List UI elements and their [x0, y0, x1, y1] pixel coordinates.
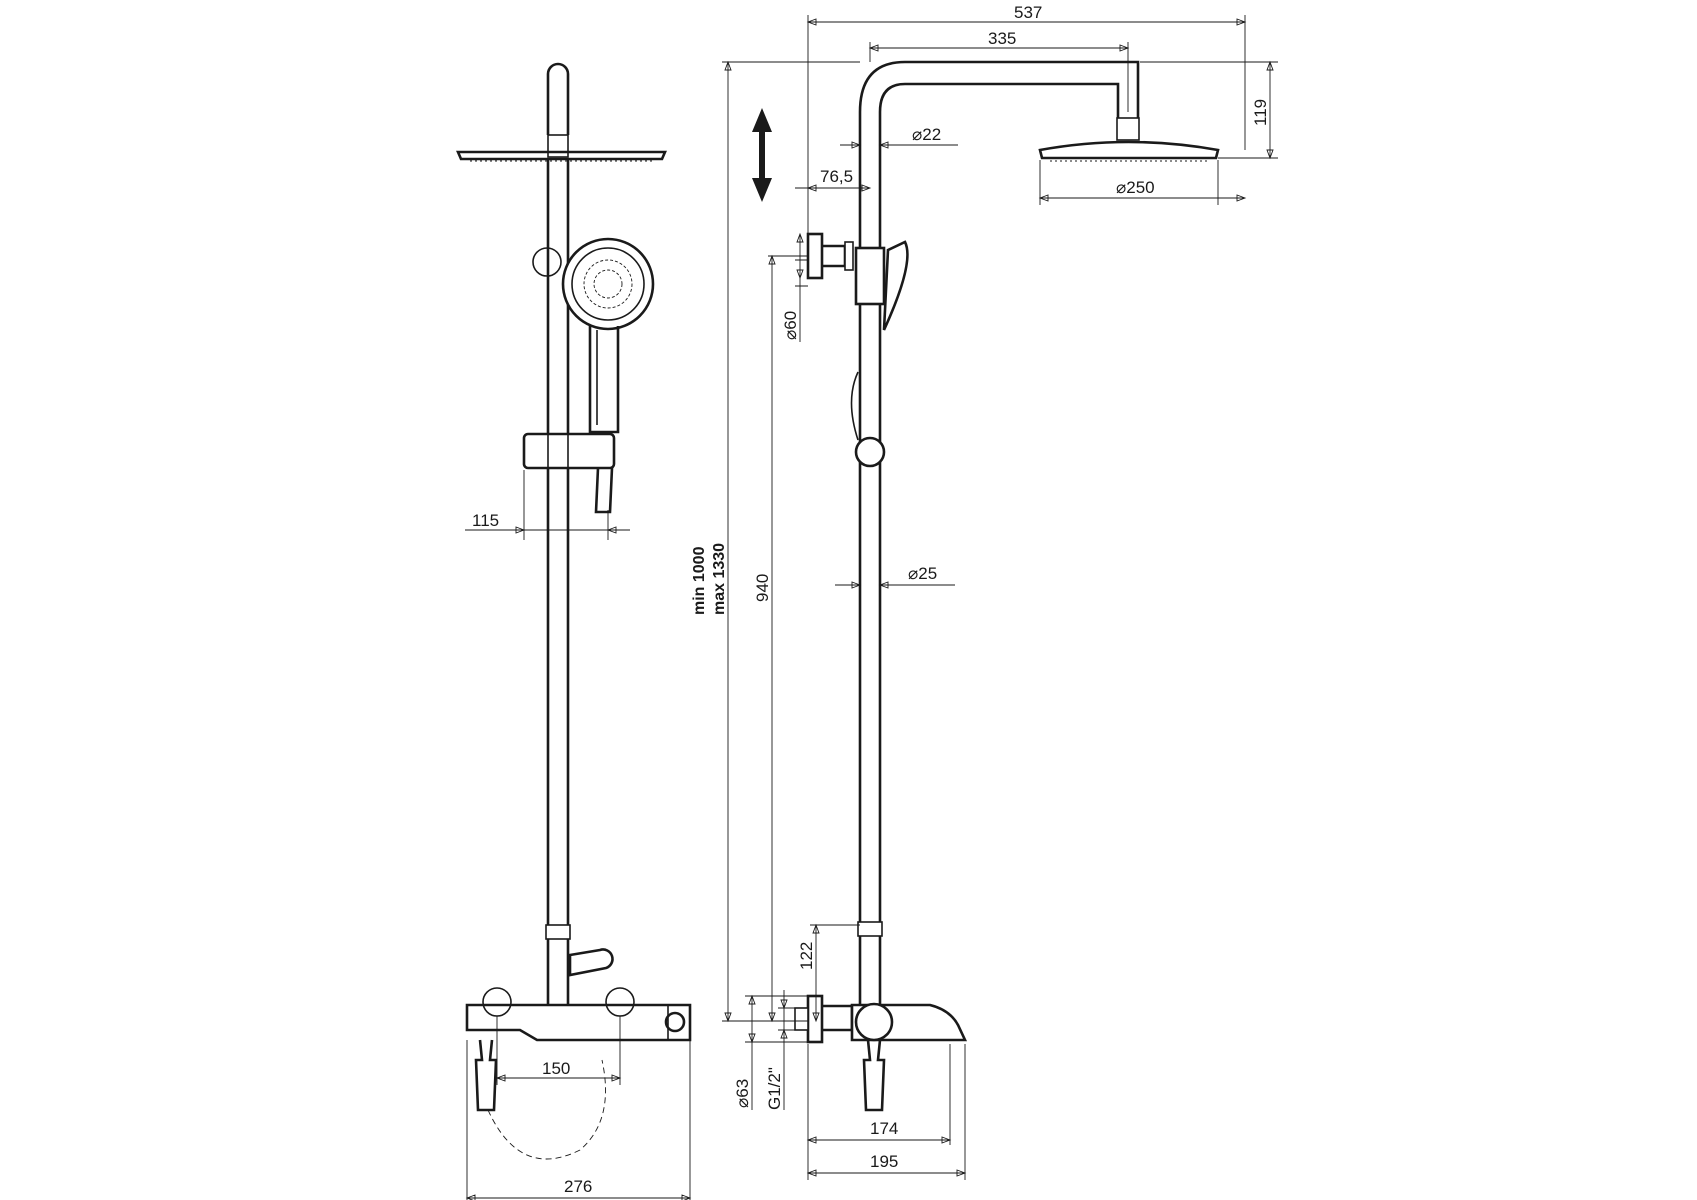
front-view	[456, 62, 692, 1160]
dim-276-ext	[466, 1040, 691, 1200]
inlet-pipe	[822, 1004, 854, 1032]
dim-335-ext	[869, 42, 1129, 112]
dim-thread-label: G1/2"	[765, 1067, 784, 1110]
diverter-knob	[568, 948, 614, 977]
dim-63-ext	[745, 995, 808, 1043]
hand-shower-ring	[571, 247, 645, 321]
flange-clip	[844, 241, 854, 271]
dim-115-arrows	[515, 526, 617, 534]
mixer-lever-side	[862, 1039, 886, 1112]
dim-174-ext	[807, 1044, 951, 1180]
mixer-body	[465, 1003, 692, 1042]
lower-pipe	[546, 939, 570, 1005]
dim-119-label: 119	[1251, 99, 1270, 126]
arm-inner	[878, 82, 1120, 925]
top-pipe	[546, 62, 570, 135]
dim-122-arrows	[812, 923, 820, 1023]
side-dimensions: 537 335 119 ⌀22 76,5 ⌀250 ⌀60 min 1	[691, 3, 1278, 1180]
head-connector	[547, 134, 569, 158]
side-lower-pipe	[858, 936, 882, 1005]
dim-250-arrows	[1038, 194, 1247, 202]
mixer-side-cartridge	[854, 1002, 894, 1042]
dim-150-label: 150	[542, 1059, 570, 1078]
dim-119-ext	[1140, 61, 1278, 159]
dim-60-ext	[795, 259, 808, 287]
rain-head-front	[456, 150, 667, 161]
dim-537-ext	[807, 15, 1246, 242]
dim-height-arrows	[724, 60, 732, 1023]
dim-60-label: ⌀60	[781, 311, 800, 340]
hand-shower-handle	[588, 326, 620, 434]
dim-60-arrows	[796, 232, 804, 280]
hose-side	[850, 371, 859, 441]
dim-25-arrows	[851, 581, 889, 589]
side-head-connector	[1116, 117, 1140, 141]
hand-shower-nozzles-inner	[593, 269, 623, 299]
slider-holder	[522, 432, 616, 470]
dim-195-arrows	[806, 1169, 967, 1177]
dim-150-ext	[496, 1016, 621, 1085]
arm-end	[1116, 112, 1140, 118]
lower-connector	[545, 924, 571, 940]
dim-250-ext	[1039, 160, 1219, 205]
hand-shower-nozzles	[583, 259, 633, 309]
dim-76-label: 76,5	[820, 167, 853, 186]
dim-63-label: ⌀63	[733, 1079, 752, 1108]
dim-115-ext	[523, 470, 609, 540]
dim-76-arrows	[806, 184, 872, 192]
dim-335-arrows	[868, 44, 1130, 52]
slider-pipe-lines	[547, 434, 569, 468]
dim-119-arrows	[1266, 60, 1274, 160]
hand-shower-side	[882, 240, 909, 331]
inlet-nut	[794, 1007, 809, 1031]
dim-25-label: ⌀25	[908, 564, 937, 583]
dim-63-arrows	[748, 994, 756, 1044]
dim-335-label: 335	[988, 29, 1016, 48]
dim-940-arrows	[768, 254, 776, 1023]
hand-shower-mount	[532, 247, 562, 277]
dim-150-arrows	[495, 1074, 622, 1082]
dim-height-ext	[722, 61, 860, 1022]
dim-thread-ext	[778, 1007, 795, 1031]
hand-shower-hose-end	[594, 467, 614, 514]
slider-knob-side	[854, 436, 886, 468]
double-vertical-arrow-icon	[752, 108, 772, 202]
dim-195-label: 195	[870, 1152, 898, 1171]
rain-head-side	[1038, 140, 1220, 160]
wall-flange	[806, 232, 824, 280]
arm-outer	[858, 60, 1140, 925]
dim-250-label: ⌀250	[1116, 178, 1155, 197]
side-lower-connector	[857, 921, 883, 937]
dim-537-label: 537	[1014, 3, 1042, 22]
dim-537-arrows	[806, 18, 1247, 26]
dim-122-label: 122	[797, 942, 816, 970]
hand-shower-head	[561, 237, 655, 331]
dim-276-label: 276	[564, 1177, 592, 1196]
mixer-knob-end	[664, 1011, 686, 1033]
dim-940-label: 940	[753, 574, 772, 602]
dim-thread-arrows	[780, 999, 788, 1039]
mixer-lever	[474, 1039, 498, 1112]
dim-22-arrows	[851, 141, 889, 149]
dim-height-max-label: max 1330	[711, 543, 728, 615]
side-view	[794, 60, 1220, 1112]
front-dimensions: 115 150 276	[465, 470, 692, 1200]
dim-174-label: 174	[870, 1119, 898, 1138]
dim-174-arrows	[806, 1136, 952, 1144]
hose-dashed	[487, 1059, 606, 1160]
upper-bracket	[854, 246, 886, 306]
dim-height-min-label: min 1000	[691, 546, 708, 615]
dim-22-label: ⌀22	[912, 125, 941, 144]
dim-115-label: 115	[472, 511, 499, 530]
flange-arm	[822, 244, 847, 268]
